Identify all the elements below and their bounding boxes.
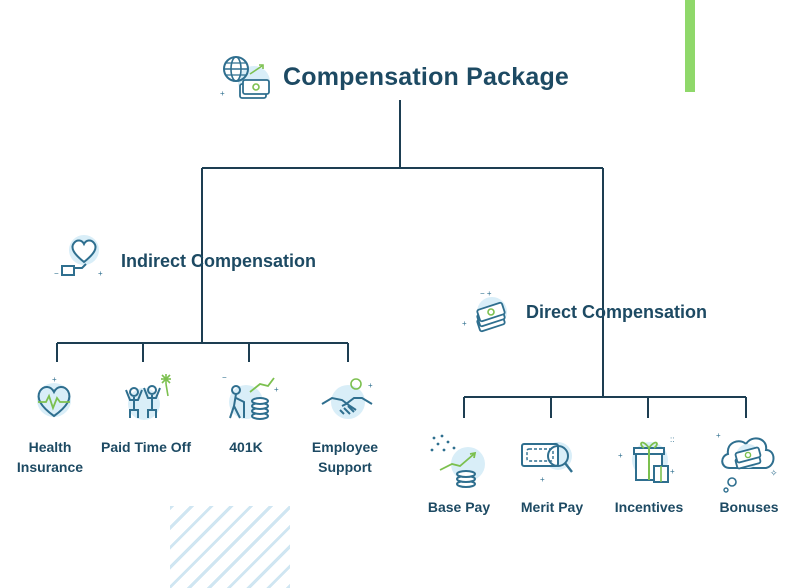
leaf-label: Employee Support xyxy=(311,439,379,475)
leaf-label: 401K xyxy=(229,439,263,455)
leaf-label: Bonuses xyxy=(719,499,779,515)
heart-pulse-icon: + xyxy=(26,374,82,429)
svg-text:+: + xyxy=(98,269,103,278)
svg-text:+: + xyxy=(368,381,373,390)
leaf-label: Paid Time Off xyxy=(101,439,191,455)
leaf-label: Base Pay xyxy=(427,499,491,515)
svg-text:+: + xyxy=(670,467,675,476)
svg-text:+: + xyxy=(618,451,623,460)
leaf-label: Incentives xyxy=(614,499,684,515)
hand-heart-icon: − + xyxy=(52,232,108,285)
coin-growth-icon xyxy=(428,432,488,495)
money-magnifier-icon: + xyxy=(518,434,574,491)
decorative-hatch xyxy=(170,506,290,588)
leaf-label: Merit Pay xyxy=(520,499,584,515)
svg-text:+: + xyxy=(52,375,57,384)
handshake-icon: + xyxy=(318,374,376,431)
globe-money-icon: + xyxy=(218,52,274,109)
svg-text:+: + xyxy=(716,431,721,440)
svg-text:−: − xyxy=(54,269,59,278)
svg-text:− +: − + xyxy=(480,289,492,298)
indirect-heading: Indirect Compensation xyxy=(121,251,317,271)
svg-text:+: + xyxy=(462,319,467,328)
svg-text:+: + xyxy=(540,475,545,484)
direct-heading: Direct Compensation xyxy=(526,302,708,322)
money-cloud-icon: + ✧ xyxy=(716,428,780,499)
retirement-coins-icon: − + xyxy=(220,372,280,431)
accent-bar xyxy=(685,0,695,92)
gift-icon: + :: + xyxy=(616,428,676,491)
cash-stack-icon: − + + xyxy=(458,288,514,341)
page-title: Compensation Package xyxy=(283,63,570,91)
svg-text:✧: ✧ xyxy=(770,468,778,478)
svg-text:::: :: xyxy=(670,435,674,444)
svg-text:+: + xyxy=(220,89,225,98)
svg-text:+: + xyxy=(274,385,279,394)
celebration-icon xyxy=(116,370,176,431)
svg-text:−: − xyxy=(222,373,227,382)
leaf-label: Health Insurance xyxy=(16,439,84,475)
